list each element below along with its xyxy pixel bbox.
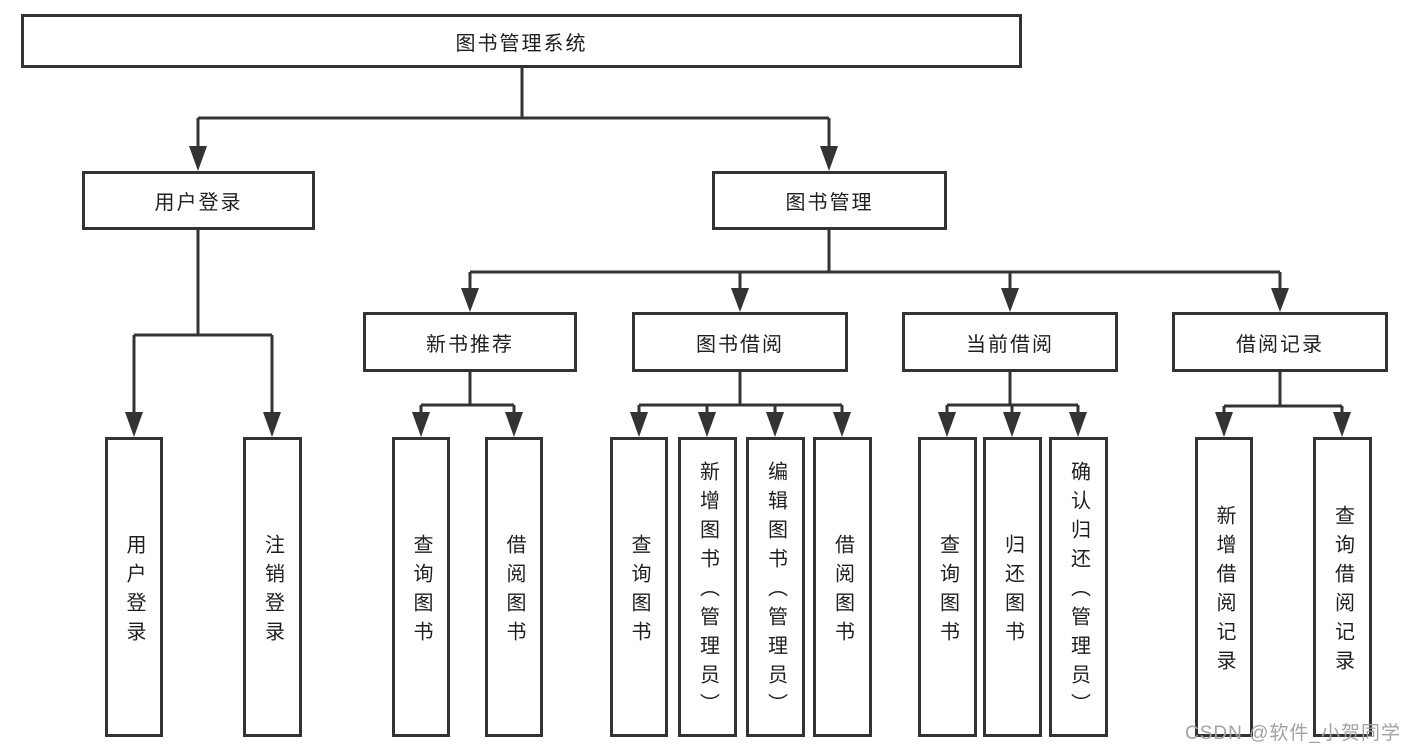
leaf-label: 新增借阅记录 bbox=[1213, 504, 1235, 679]
node-label: 新书推荐 bbox=[426, 333, 514, 356]
node-label: 图书借阅 bbox=[696, 333, 784, 356]
node-user-login: 用户登录 bbox=[82, 171, 315, 230]
node-label: 当前借阅 bbox=[966, 333, 1054, 356]
leaf-label: 归还图书 bbox=[1001, 533, 1024, 650]
leaf-query-books-recommend: 查询图书 bbox=[392, 437, 450, 737]
leaf-label: 查询图书 bbox=[410, 533, 432, 650]
leaf-edit-book-admin: 编辑图书（管理员） bbox=[746, 437, 805, 737]
leaf-label: 用户登录 bbox=[123, 533, 145, 650]
leaf-add-book-admin: 新增图书（管理员） bbox=[678, 437, 737, 737]
node-borrow-records: 借阅记录 bbox=[1172, 312, 1388, 372]
node-label: 图书管理 bbox=[785, 192, 874, 214]
leaf-confirm-return-admin: 确认归还（管理员） bbox=[1049, 437, 1108, 737]
node-current-borrow: 当前借阅 bbox=[902, 312, 1118, 372]
leaf-query-books-borrow: 查询图书 bbox=[610, 437, 668, 737]
leaf-query-borrow-record: 查询借阅记录 bbox=[1313, 437, 1372, 737]
leaf-return-book: 归还图书 bbox=[983, 437, 1042, 737]
leaf-borrow-books: 借阅图书 bbox=[813, 437, 872, 737]
leaf-logout: 注销登录 bbox=[243, 437, 302, 737]
leaf-label: 确认归还（管理员） bbox=[1067, 461, 1090, 722]
leaf-label: 借阅图书 bbox=[503, 533, 525, 650]
leaf-label: 查询图书 bbox=[936, 533, 959, 650]
node-label: 借阅记录 bbox=[1236, 333, 1324, 356]
leaf-label: 借阅图书 bbox=[831, 533, 854, 650]
leaf-label: 注销登录 bbox=[261, 533, 284, 650]
leaf-label: 编辑图书（管理员） bbox=[764, 461, 787, 722]
node-book-management: 图书管理 bbox=[712, 171, 947, 230]
leaf-borrow-books-recommend: 借阅图书 bbox=[485, 437, 543, 737]
csdn-watermark: CSDN @软件_小贺同学 bbox=[1185, 723, 1401, 744]
node-book-borrow: 图书借阅 bbox=[632, 312, 848, 372]
node-label: 图书管理系统 bbox=[455, 32, 588, 55]
leaf-query-books-current: 查询图书 bbox=[918, 437, 977, 737]
arrowheads bbox=[125, 146, 1351, 437]
node-new-book-recommend: 新书推荐 bbox=[363, 312, 577, 372]
node-label: 用户登录 bbox=[154, 192, 243, 214]
leaf-label: 新增图书（管理员） bbox=[696, 461, 719, 722]
leaf-label: 查询图书 bbox=[628, 533, 650, 650]
leaf-add-borrow-record: 新增借阅记录 bbox=[1195, 437, 1253, 737]
leaf-label: 查询借阅记录 bbox=[1331, 504, 1354, 679]
leaf-user-login: 用户登录 bbox=[105, 437, 163, 737]
node-library-system: 图书管理系统 bbox=[21, 14, 1022, 68]
